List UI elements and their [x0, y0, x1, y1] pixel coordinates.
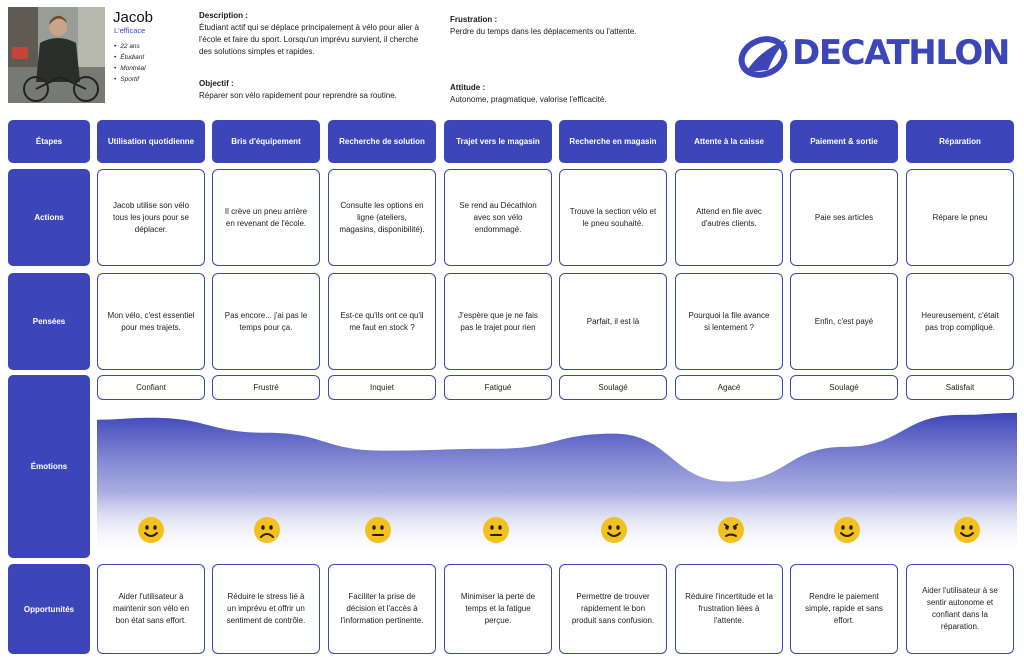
trait-item: Sportif — [114, 74, 146, 85]
thought-card: Est-ce qu'ils ont ce qu'il me faut en st… — [328, 273, 436, 370]
description-block: Description : Étudiant actif qui se dépl… — [199, 10, 429, 58]
trait-item: Montréal — [114, 63, 145, 74]
action-card: Se rend au Décathlon avec son vélo endom… — [444, 169, 552, 266]
emotion-label: Soulagé — [790, 375, 898, 400]
emotion-label: Soulagé — [559, 375, 667, 400]
thought-card: J'espère que je ne fais pas le trajet po… — [444, 273, 552, 370]
stage-header: Utilisation quotidienne — [97, 120, 205, 163]
opportunity-card: Réduire l'incertitude et la frustration … — [675, 564, 783, 654]
persona-name: Jacob — [113, 9, 154, 26]
objectif-label: Objectif : — [199, 79, 234, 88]
opportunity-card: Minimiser la perte de temps et la fatigu… — [444, 564, 552, 654]
objectif-text: Réparer son vélo rapidement pour reprend… — [199, 91, 397, 100]
action-card: Répare le pneu — [906, 169, 1014, 266]
row-head-actions: Actions — [8, 169, 90, 266]
happy-face-icon — [600, 516, 628, 544]
thought-card: Parfait, il est là — [559, 273, 667, 370]
stage-header: Attente à la caisse — [675, 120, 783, 163]
happy-face-icon — [953, 516, 981, 544]
thought-card: Mon vélo, c'est essentiel pour mes traje… — [97, 273, 205, 370]
stage-header: Bris d'équipement — [212, 120, 320, 163]
emotion-label: Satisfait — [906, 375, 1014, 400]
opportunity-card: Aider l'utilisateur à maintenir son vélo… — [97, 564, 205, 654]
action-card: Trouve la section vélo et le pneu souhai… — [559, 169, 667, 266]
attitude-text: Autonome, pragmatique, valorise l'effica… — [450, 95, 607, 104]
thought-card: Pas encore... j'ai pas le temps pour ça. — [212, 273, 320, 370]
neutral-face-icon — [482, 516, 510, 544]
emotion-label: Agacé — [675, 375, 783, 400]
frustration-label: Frustration : — [450, 15, 498, 24]
action-card: Jacob utilise son vélo tous les jours po… — [97, 169, 205, 266]
thought-card: Enfin, c'est payé — [790, 273, 898, 370]
decathlon-logo: DECATHLON — [738, 33, 1010, 78]
opportunity-card: Rendre le paiement simple, rapide et san… — [790, 564, 898, 654]
angry-face-icon — [717, 516, 745, 544]
neutral-face-icon — [364, 516, 392, 544]
opportunity-card: Permettre de trouver rapidement le bon p… — [559, 564, 667, 654]
decathlon-wordmark: DECATHLON — [792, 33, 1010, 73]
row-head-emotions: Émotions — [8, 375, 90, 558]
emotion-label: Frustré — [212, 375, 320, 400]
row-head-etapes: Étapes — [8, 120, 90, 163]
stage-header: Trajet vers le magasin — [444, 120, 552, 163]
persona-photo — [8, 7, 105, 103]
opportunity-card: Faciliter la prise de décision et l'accè… — [328, 564, 436, 654]
emotion-curve — [97, 407, 1017, 557]
objectif-block: Objectif : Réparer son vélo rapidement p… — [199, 78, 434, 102]
action-card: Il crève un pneu arrière en revenant de … — [212, 169, 320, 266]
stage-header: Recherche de solution — [328, 120, 436, 163]
emotion-label: Fatigué — [444, 375, 552, 400]
happy-face-icon — [833, 516, 861, 544]
action-card: Paie ses articles — [790, 169, 898, 266]
persona-tagline: L'efficace — [114, 26, 146, 35]
opportunity-card: Réduire le stress lié à un imprévu et of… — [212, 564, 320, 654]
attitude-label: Attitude : — [450, 83, 486, 92]
persona-traits: 22 ans Étudiant Montréal Sportif — [114, 41, 146, 85]
action-card: Consulte les options en ligne (ateliers,… — [328, 169, 436, 266]
stage-header: Réparation — [906, 120, 1014, 163]
row-head-opportunites: Opportunités — [8, 564, 90, 654]
sad-face-icon — [253, 516, 281, 544]
trait-item: 22 ans — [114, 41, 146, 52]
action-card: Attend en file avec d'autres clients. — [675, 169, 783, 266]
stage-header: Recherche en magasin — [559, 120, 667, 163]
thought-card: Heureusement, c'était pas trop compliqué… — [906, 273, 1014, 370]
stage-header: Paiement & sortie — [790, 120, 898, 163]
row-head-pensees: Pensées — [8, 273, 90, 370]
thought-card: Pourquoi la file avance si lentement ? — [675, 273, 783, 370]
description-text: Étudiant actif qui se déplace principale… — [199, 23, 420, 56]
attitude-block: Attitude : Autonome, pragmatique, valori… — [450, 82, 710, 106]
decathlon-logo-mark — [738, 36, 788, 78]
description-label: Description : — [199, 11, 248, 20]
frustration-block: Frustration : Perdre du temps dans les d… — [450, 14, 710, 38]
happy-face-icon — [137, 516, 165, 544]
emotion-label: Inquiet — [328, 375, 436, 400]
trait-item: Étudiant — [114, 52, 146, 63]
opportunity-card: Aider l'utilisateur à se sentir autonome… — [906, 564, 1014, 654]
emotion-label: Confiant — [97, 375, 205, 400]
emotion-curve-area — [97, 412, 1017, 557]
frustration-text: Perdre du temps dans les déplacements ou… — [450, 27, 637, 36]
